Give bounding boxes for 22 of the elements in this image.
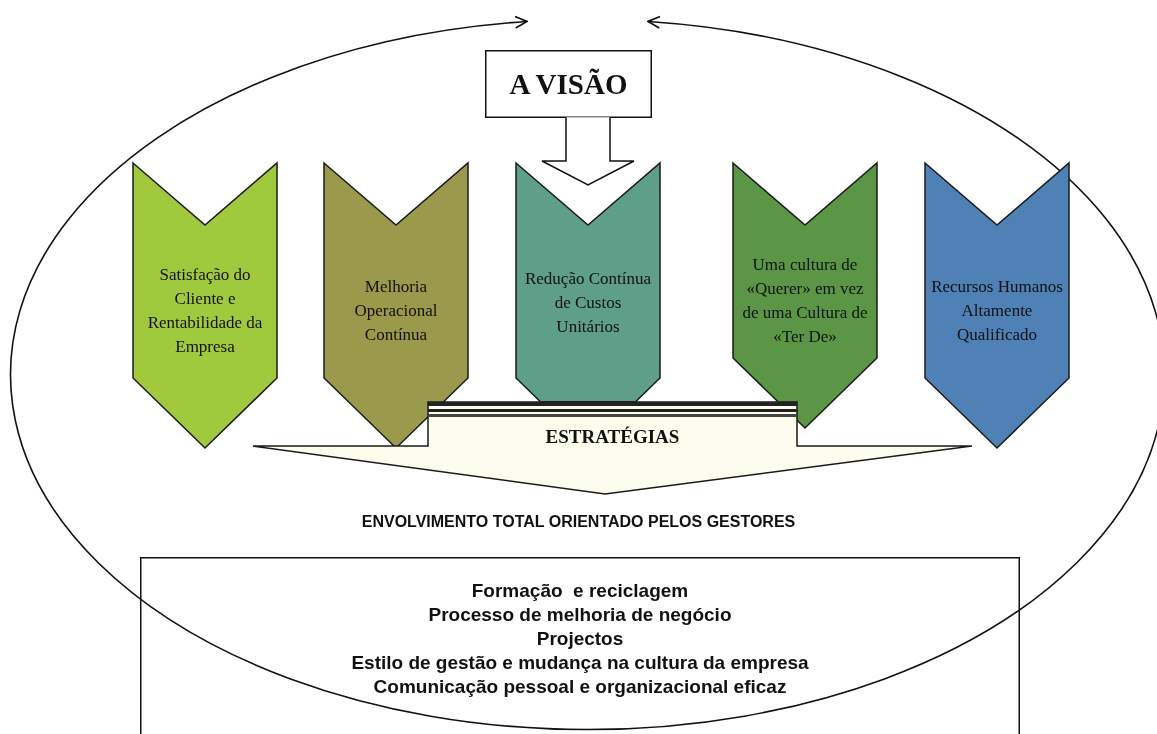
chevron-shape — [925, 163, 1069, 448]
strategy-label: ESTRATÉGIAS — [545, 426, 680, 448]
initiative-text: Processo de melhoria de negócio — [428, 603, 732, 627]
initiative-text: Comunicação pessoal e organizacional eficaz — [373, 675, 787, 699]
strategy-arrow — [253, 402, 972, 494]
pillar-text: Redução Contínua de Custos Unitários — [523, 267, 653, 338]
initiative-text: Estilo de gestão e mudança na cultura da empresa — [351, 651, 809, 675]
block-arrow — [541, 116, 635, 186]
initiative-text: Projectos — [536, 627, 624, 651]
chevron-shape — [324, 163, 468, 448]
pillar-text: Satisfação do Cliente e Rentabilidade da Empresa — [146, 263, 264, 358]
chevron-shape — [133, 163, 277, 448]
vision-box — [485, 50, 652, 118]
initiatives-box — [140, 557, 1020, 734]
pillar-text: Recursos Humanos Altamente Qualificado — [930, 275, 1064, 346]
pillar-text: Uma cultura de «Querer» em vez de uma Cultura de «Ter De» — [741, 253, 869, 348]
caption-text: ENVOLVIMENTO TOTAL ORIENTADO PELOS GESTORES — [360, 513, 797, 531]
chevron-shape — [516, 163, 660, 402]
chevron-shape — [733, 163, 877, 428]
initiative-text: Formação e reciclagem — [471, 579, 689, 603]
vision-title: A VISÃO — [509, 67, 628, 101]
pillar-text: Melhoria Operacional Contínua — [353, 275, 439, 346]
